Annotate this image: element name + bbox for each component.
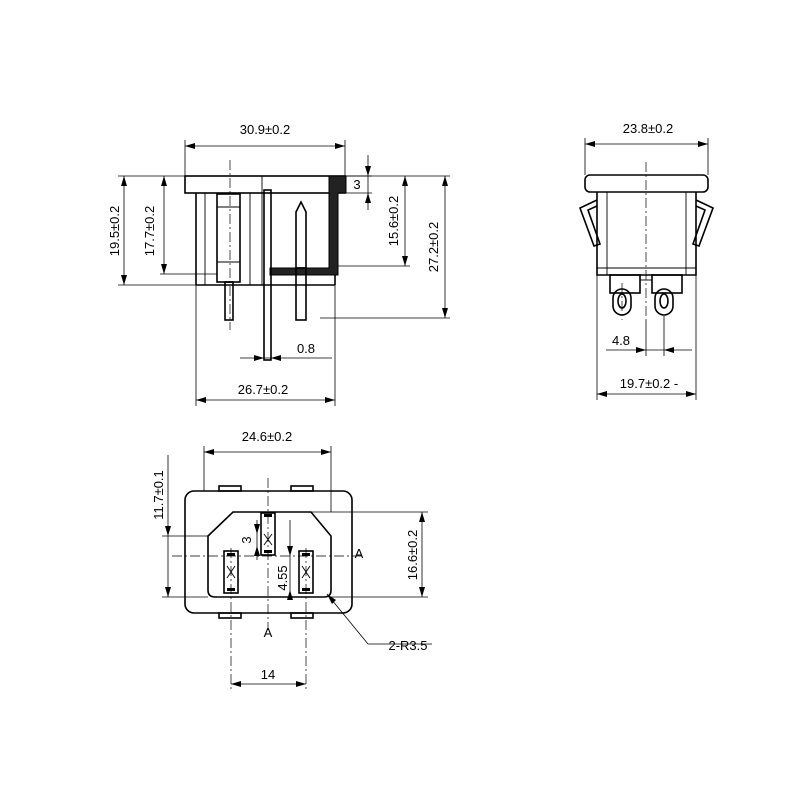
front-outline xyxy=(184,490,353,614)
end-flange xyxy=(584,174,709,193)
end-body xyxy=(596,192,697,276)
dim-front-right-height-label: 16.6±0.2 xyxy=(405,530,420,581)
dim-side-width-label: 30.9±0.2 xyxy=(240,122,291,137)
end-view: 23.8±0.2 4.8 19.7±0.2 - xyxy=(578,121,715,400)
front-socket-opening xyxy=(207,511,332,598)
dim-side-right-inner-label: 15.6±0.2 xyxy=(386,196,401,247)
side-pin-right xyxy=(295,267,307,321)
section-mark-a-bottom: A xyxy=(264,625,273,640)
dim-end-pin-offset-label: 4.8 xyxy=(612,333,630,348)
dim-side-bottom-width-label: 26.7±0.2 xyxy=(238,382,289,397)
end-clip-right xyxy=(691,199,715,248)
side-view: 30.9±0.2 3 19.5±0.2 17.7±0.2 15.6±0.2 27… xyxy=(107,122,450,406)
dim-side-right-outer-label: 27.2±0.2 xyxy=(426,222,441,273)
section-mark-a-right: A xyxy=(355,546,364,561)
front-view: 24.6±0.2 11.7±0.1 3 4.55 16.6±0.2 A A 2-… xyxy=(151,429,432,690)
side-pin-left xyxy=(224,281,234,321)
dim-side-top-label: 3 xyxy=(353,177,360,192)
dim-side-pin-thickness-label: 0.8 xyxy=(297,341,315,356)
side-insulator-section xyxy=(269,175,347,276)
radius-callout-label: 2-R3.5 xyxy=(388,638,427,653)
dim-front-left-height-label: 11.7±0.1 xyxy=(151,470,166,520)
dim-front-pin-spacing-h-label: 14 xyxy=(261,667,275,682)
side-pin-middle xyxy=(263,189,272,361)
dim-front-pin-spacing-v-label: 4.55 xyxy=(275,565,290,590)
dim-front-width-label: 24.6±0.2 xyxy=(242,429,293,444)
dim-end-top-width-label: 23.8±0.2 xyxy=(623,121,674,136)
end-pin-tab-right xyxy=(654,288,674,316)
dim-side-left-inner-label: 17.7±0.2 xyxy=(142,206,157,257)
side-contact-pin xyxy=(295,200,307,269)
dim-front-inner-small-label: 3 xyxy=(239,536,254,543)
dim-end-bottom-width-label: 19.7±0.2 - xyxy=(620,376,678,391)
end-clip-left xyxy=(578,199,602,248)
dim-side-left-outer-label: 19.5±0.2 xyxy=(107,206,122,257)
